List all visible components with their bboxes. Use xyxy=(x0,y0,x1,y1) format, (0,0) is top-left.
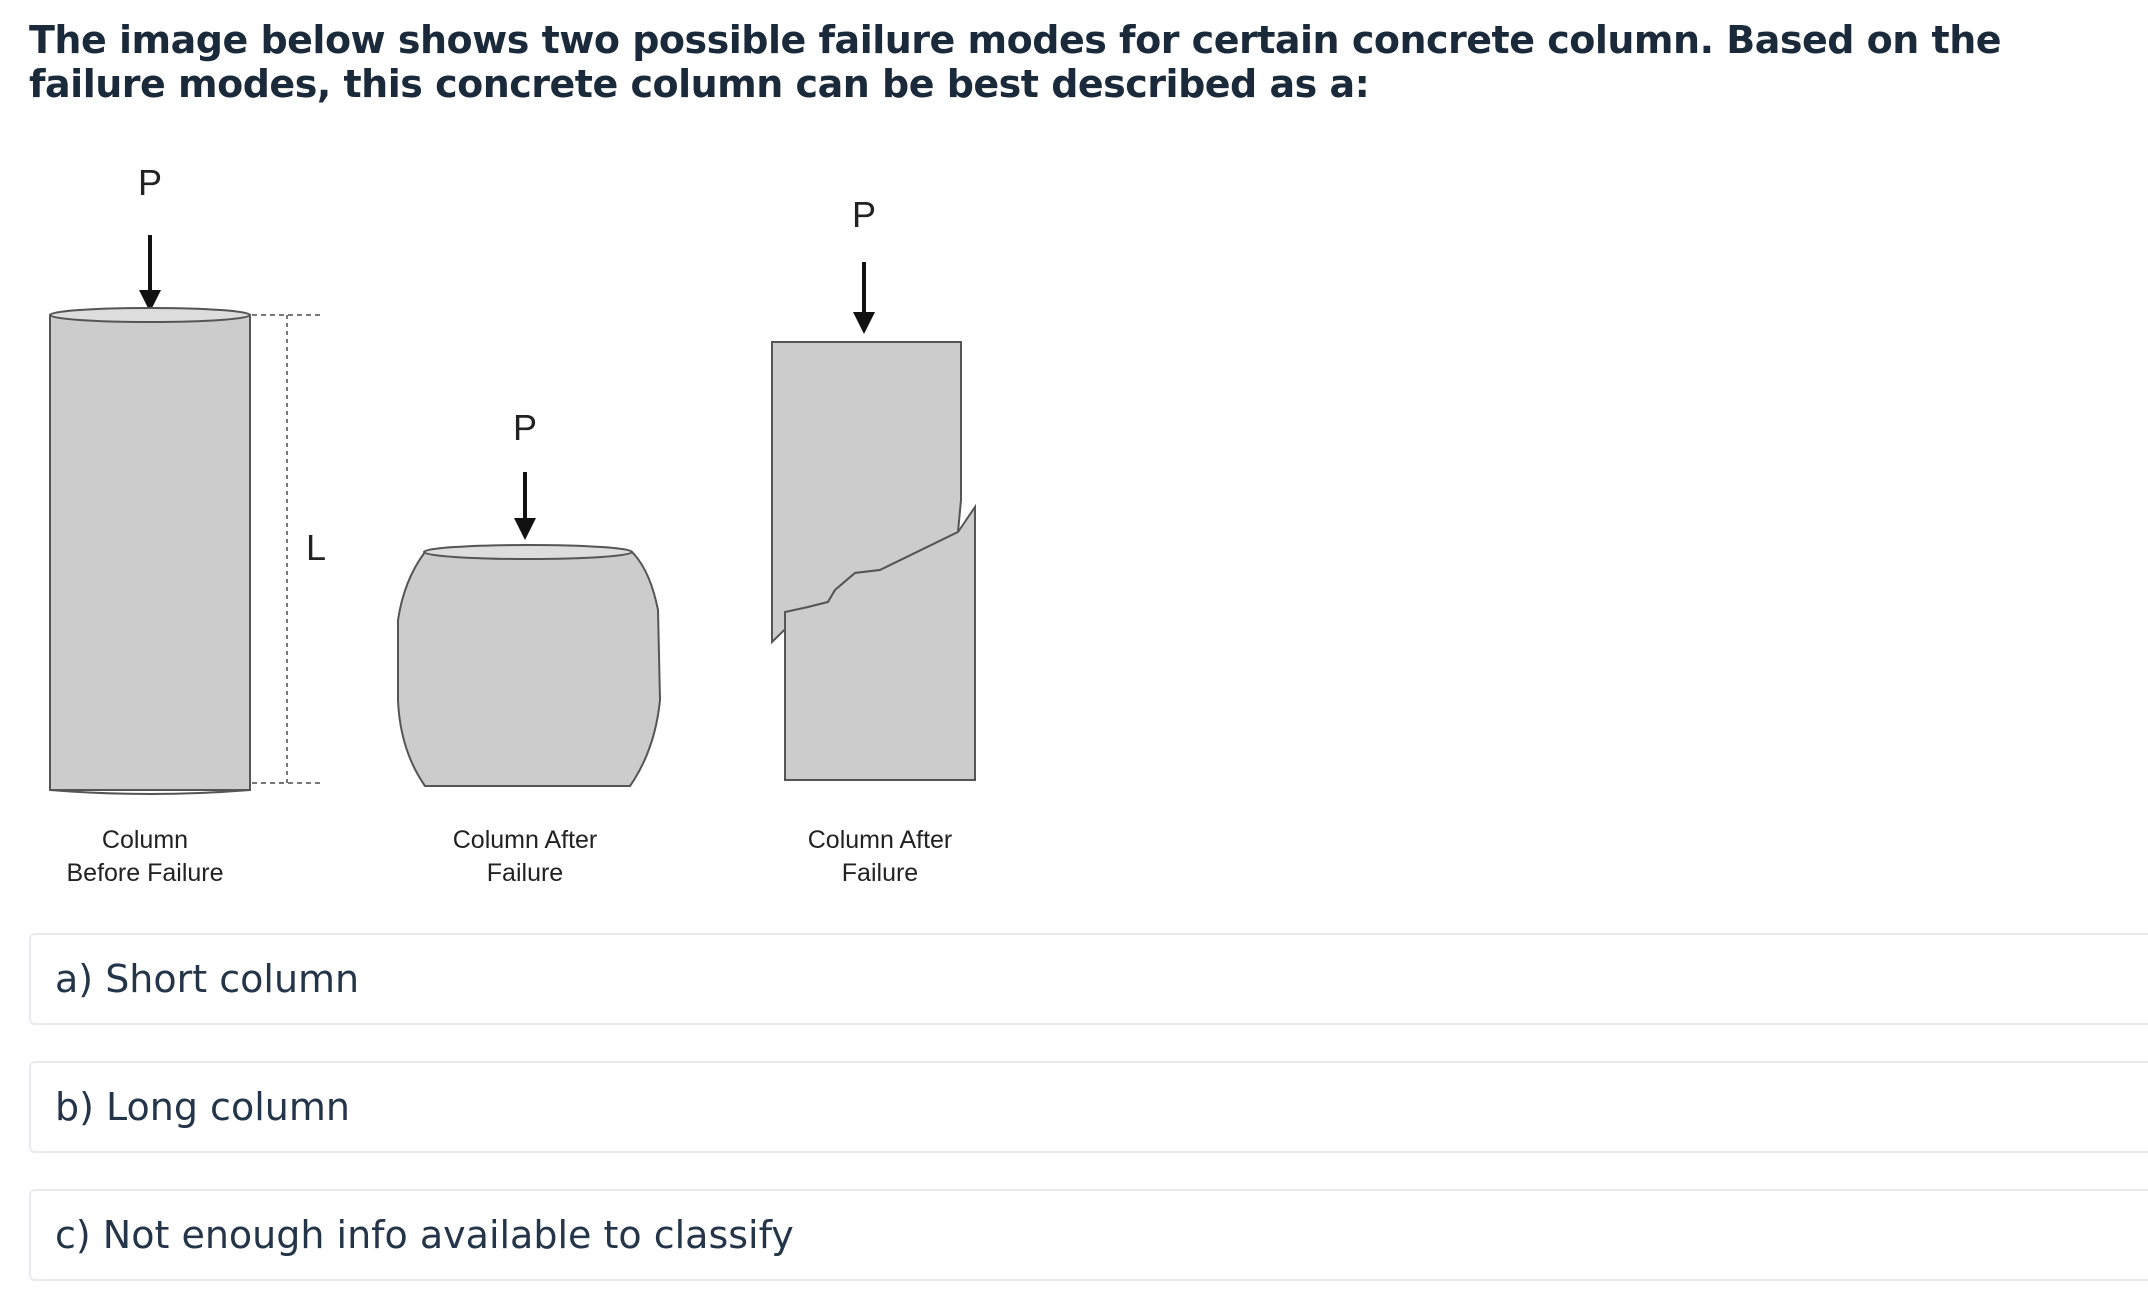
load-label-p1: P xyxy=(138,162,162,203)
column-before-failure: P L Column Before Failure xyxy=(49,162,326,887)
crushed-column-body xyxy=(397,551,662,787)
caption-crushed-line1: Column After xyxy=(453,826,598,854)
answer-option-c-label: c) Not enough info available to classify xyxy=(55,1213,794,1257)
intact-column-body xyxy=(49,314,251,791)
load-label-p3: P xyxy=(852,194,876,235)
intact-column-top xyxy=(49,307,251,323)
arrow-head-icon xyxy=(514,518,536,540)
answer-option-b[interactable]: b) Long column xyxy=(29,1061,2148,1153)
column-shear-failure: P Column After Failure xyxy=(771,194,976,887)
crushed-column-top xyxy=(423,544,633,560)
answer-option-a[interactable]: a) Short column xyxy=(29,933,2148,1025)
caption-before-line2: Before Failure xyxy=(66,859,223,887)
shear-lower-piece xyxy=(784,503,976,781)
arrow-head-icon xyxy=(853,312,875,334)
caption-crushed-line2: Failure xyxy=(487,859,563,887)
length-label: L xyxy=(306,527,326,568)
caption-before-line1: Column xyxy=(102,826,188,854)
caption-shear-line1: Column After xyxy=(808,826,953,854)
failure-modes-figure: P L Column Before Failure P Column After… xyxy=(0,140,1000,900)
column-crushed-failure: P Column After Failure xyxy=(397,407,662,887)
failure-modes-diagram: P L Column Before Failure P Column After… xyxy=(49,162,976,887)
arrow-head-icon xyxy=(139,290,161,312)
caption-shear-line2: Failure xyxy=(842,859,918,887)
question-text: The image below shows two possible failu… xyxy=(29,18,2002,106)
answer-option-a-label: a) Short column xyxy=(55,957,360,1001)
answer-option-b-label: b) Long column xyxy=(55,1085,350,1129)
load-label-p2: P xyxy=(513,407,537,448)
answer-option-c[interactable]: c) Not enough info available to classify xyxy=(29,1189,2148,1281)
